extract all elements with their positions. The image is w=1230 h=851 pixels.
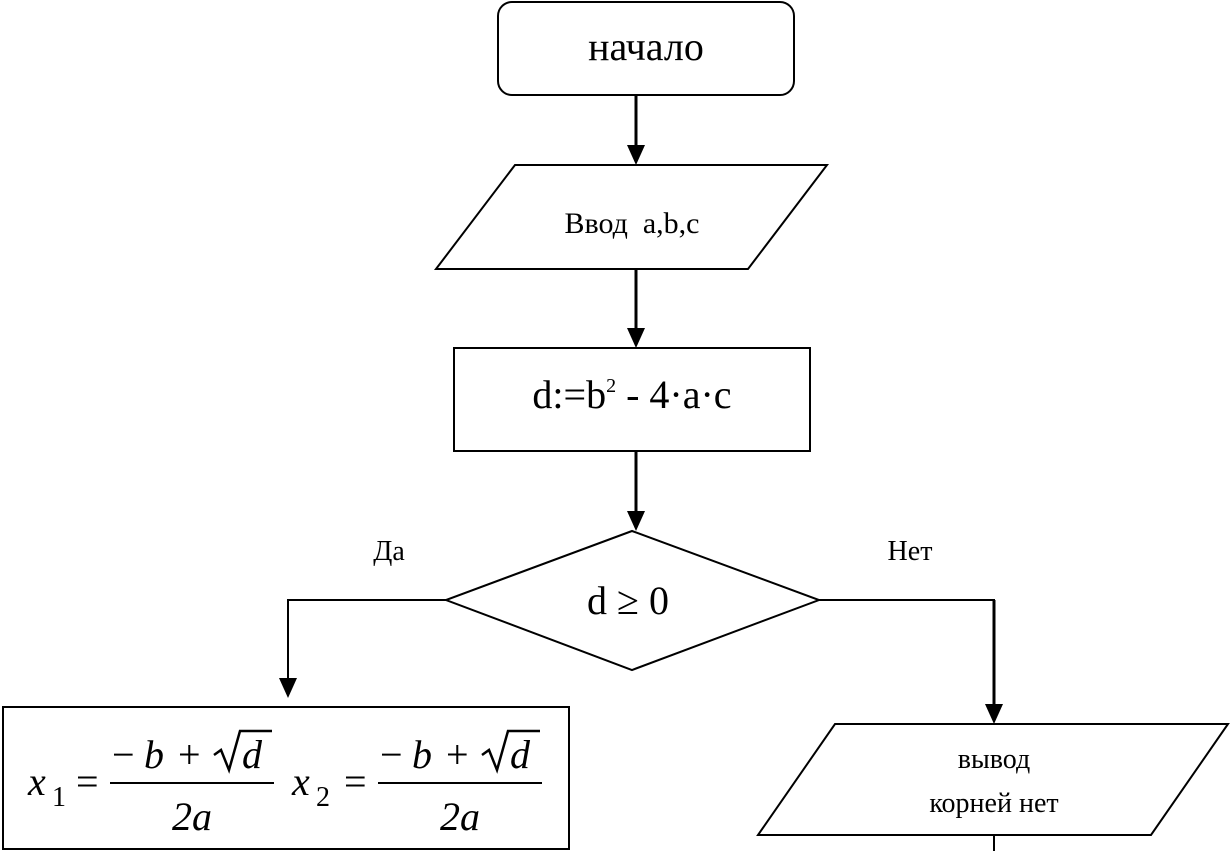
compute-suffix: - 4·a·c [616, 372, 731, 417]
x1-numerator-b: b [144, 732, 164, 777]
arrowhead-yes [279, 678, 297, 698]
input-label: Ввод a,b,c [565, 207, 700, 240]
x2-denominator: 2a [440, 794, 480, 839]
compute-label: d:=b2 - 4·a·c [532, 372, 731, 417]
arrowhead-start-input [627, 145, 645, 165]
input-parallelogram [433, 164, 830, 270]
x2-plus: + [446, 732, 469, 777]
branch-no-label: Нет [888, 536, 933, 567]
compute-superscript: 2 [606, 375, 616, 397]
x1-variable: x [27, 759, 46, 804]
compute-process [453, 347, 811, 452]
x2-equals: = [344, 759, 367, 804]
x1-plus: + [178, 732, 201, 777]
connector-yes [287, 599, 446, 680]
output-parallelogram [756, 723, 1230, 836]
x2-variable: x [291, 759, 310, 804]
arrowhead-compute-decision [627, 511, 645, 531]
output-line2: корней нет [929, 788, 1058, 819]
x1-sqrt-symbol [213, 729, 272, 774]
x2-sqrt-symbol [481, 729, 540, 774]
x1-radicand: d [242, 732, 263, 777]
arrowhead-input-compute [627, 328, 645, 348]
x2-subscript: 2 [316, 782, 330, 813]
decision-label: d ≥ 0 [587, 578, 669, 623]
x2-numerator-sign: − [380, 732, 403, 777]
x2-numerator-b: b [412, 732, 432, 777]
start-label: начало [588, 24, 704, 69]
output-line1: вывод [958, 744, 1031, 775]
x1-subscript: 1 [52, 782, 66, 813]
roots-process [2, 706, 570, 850]
x1-numerator-sign: − [112, 732, 135, 777]
x1-denominator: 2a [172, 794, 212, 839]
branch-yes-label: Да [373, 536, 405, 567]
decision-diamond [443, 529, 822, 672]
arrowhead-no [985, 704, 1003, 724]
compute-prefix: d:=b [532, 372, 606, 417]
connector-no [819, 599, 995, 706]
x1-equals: = [76, 759, 99, 804]
start-terminator [497, 1, 795, 96]
x2-radicand: d [510, 732, 531, 777]
